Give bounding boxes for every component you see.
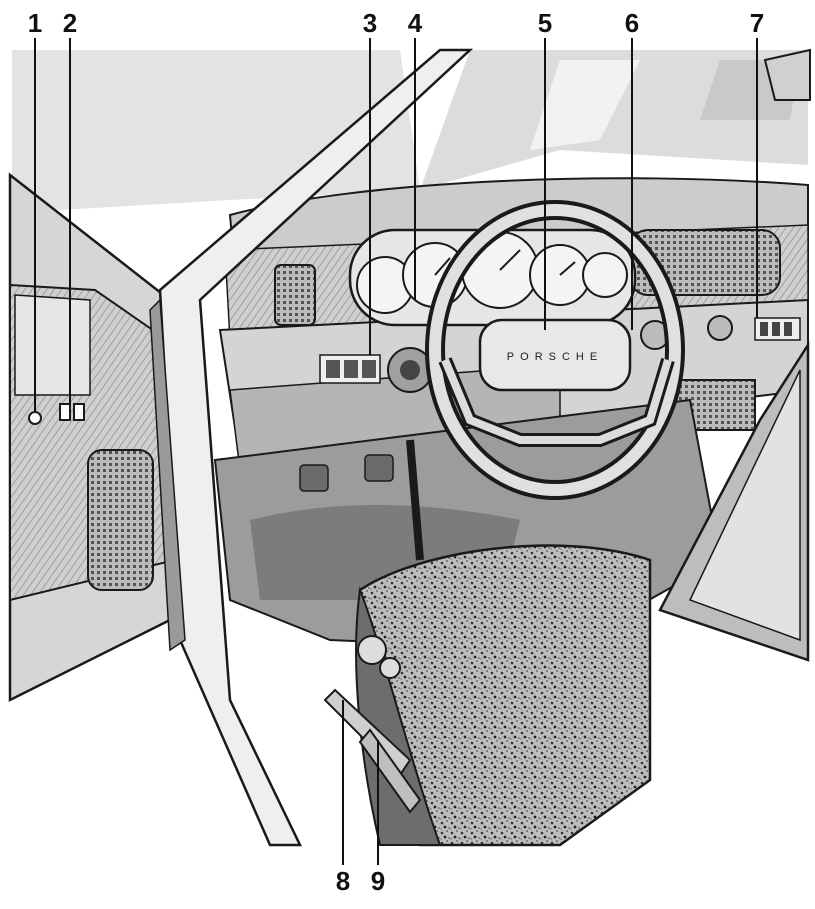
porsche-badge: PORSCHE	[507, 351, 603, 363]
passenger-door	[658, 340, 810, 662]
steering-wheel: PORSCHE	[425, 200, 685, 500]
callout-1: 1	[27, 8, 43, 38]
door-lock-button	[28, 411, 42, 425]
door-frame	[149, 48, 474, 847]
driver-seat	[323, 544, 652, 847]
callout-8: 8	[335, 866, 351, 896]
open-door	[8, 172, 192, 703]
seat-base-lever	[358, 728, 422, 814]
callout-3: 3	[362, 8, 378, 38]
window-switch-2	[73, 403, 85, 421]
window-switch-1	[59, 403, 71, 421]
callout-6: 6	[624, 8, 640, 38]
callout-2: 2	[62, 8, 78, 38]
rearview-mirror	[763, 48, 811, 101]
instrument-cluster	[348, 228, 637, 327]
callout-5: 5	[537, 8, 553, 38]
callout-7: 7	[749, 8, 765, 38]
steering-wheel-hub	[478, 318, 632, 392]
callout-leaders	[34, 38, 758, 865]
dashboard-switch-panel	[319, 347, 433, 393]
callout-4: 4	[407, 8, 423, 38]
windscreen-area	[12, 50, 808, 210]
door-speaker	[87, 449, 154, 591]
callout-9: 9	[370, 866, 386, 896]
